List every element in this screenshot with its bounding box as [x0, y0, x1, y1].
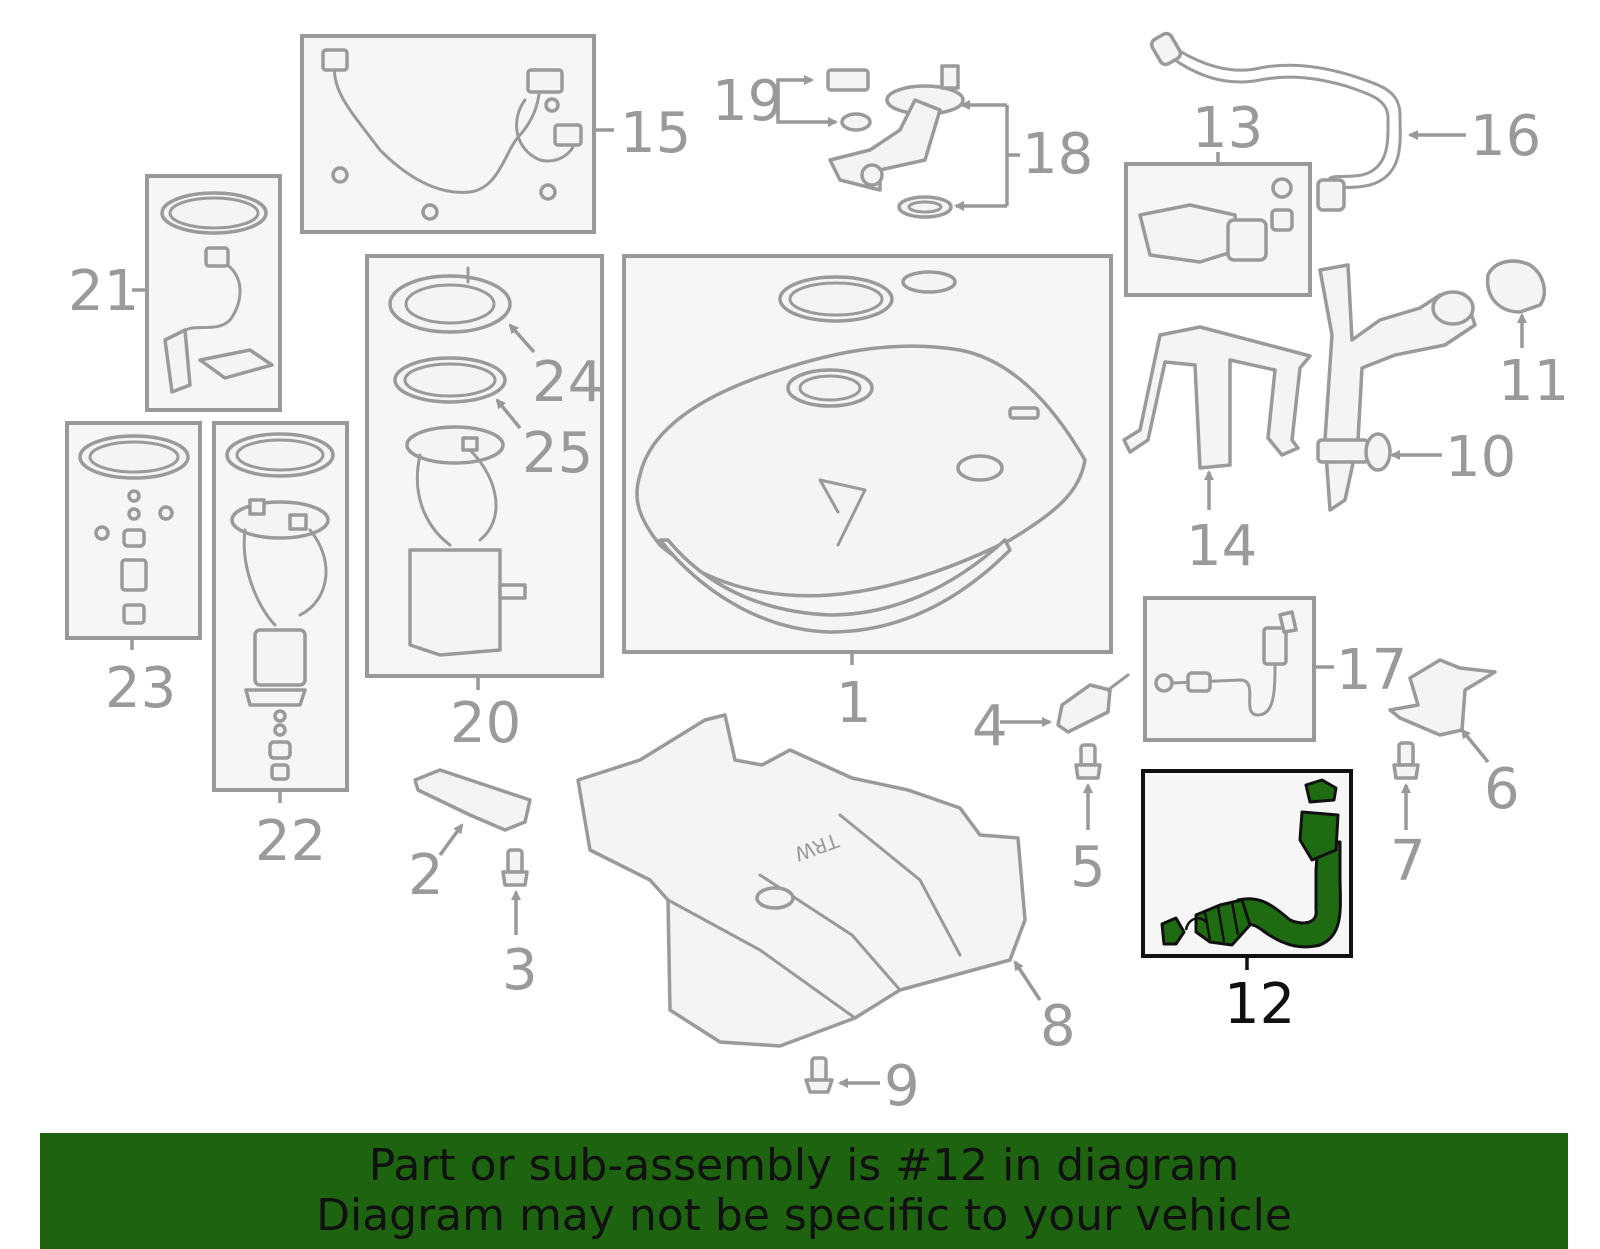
part-10-filler-pipe[interactable]: 10 [1316, 263, 1516, 512]
callout-5: 5 [1070, 835, 1106, 900]
callout-8: 8 [1040, 994, 1076, 1059]
callout-20: 20 [450, 691, 521, 756]
hose-connector-top [1298, 810, 1340, 862]
callout-16: 16 [1470, 104, 1541, 169]
callout-24: 24 [532, 350, 603, 415]
part-14-bracket[interactable]: 14 [1122, 325, 1312, 579]
part-15-wire-harness[interactable]: 15 [300, 34, 691, 234]
callout-13: 13 [1192, 96, 1263, 161]
callout-6: 6 [1484, 757, 1520, 822]
part-18-cutoff-valve[interactable]: 18 [828, 64, 1093, 219]
callout-9: 9 [884, 1054, 920, 1119]
part-11-fuel-cap[interactable]: 11 [1485, 259, 1570, 414]
part-2-protector[interactable]: 2 [408, 768, 532, 908]
callout-2: 2 [408, 843, 444, 908]
callout-23: 23 [105, 656, 176, 721]
part-7-bolt[interactable]: 7 [1390, 741, 1426, 894]
hose-body [1230, 840, 1342, 949]
callout-15: 15 [620, 101, 691, 166]
part-19-valve[interactable]: 19 [712, 68, 872, 134]
info-banner: Part or sub-assembly is #12 in diagram D… [40, 1133, 1568, 1249]
banner-line-2: Diagram may not be specific to your vehi… [316, 1190, 1292, 1241]
callout-21: 21 [68, 259, 139, 324]
hose-clip-bottom [1160, 916, 1186, 946]
part-5-bolt[interactable]: 5 [1070, 743, 1106, 900]
part-23-gasket-kit[interactable]: 23 [65, 421, 202, 721]
callout-3: 3 [502, 938, 538, 1003]
hose-clip-top [1304, 778, 1338, 804]
callout-14: 14 [1186, 514, 1257, 579]
part-1-fuel-tank[interactable]: 1 [622, 254, 1113, 736]
part-8-tank-shield[interactable]: TRW 8 [576, 713, 1076, 1059]
part-6-bracket[interactable]: 6 [1388, 658, 1520, 822]
part-16-vent-tube[interactable]: 16 [1149, 31, 1541, 212]
callout-7: 7 [1390, 829, 1426, 894]
callout-19: 19 [712, 69, 783, 134]
callout-22: 22 [255, 809, 326, 874]
part-4-bracket[interactable]: 4 [972, 673, 1130, 759]
callout-10: 10 [1445, 425, 1516, 490]
part-17-sensor-harness[interactable]: 17 [1143, 596, 1407, 742]
callout-25: 25 [522, 421, 593, 486]
part-12-highlighted-hose[interactable]: 12 [1141, 769, 1353, 1037]
part-9-bolt[interactable]: 9 [804, 1054, 920, 1119]
part-21-sender[interactable]: 21 [68, 174, 282, 412]
part-13-canister[interactable]: 13 [1124, 96, 1312, 297]
part-20-fuel-pump-module[interactable]: 24 25 20 [365, 254, 604, 756]
callout-18: 18 [1022, 122, 1093, 187]
callout-4: 4 [972, 694, 1008, 759]
callout-1: 1 [836, 671, 872, 736]
banner-line-1: Part or sub-assembly is #12 in diagram [368, 1140, 1240, 1191]
callout-12: 12 [1224, 972, 1295, 1037]
callout-11: 11 [1498, 349, 1569, 414]
part-22-fuel-pump[interactable]: 22 [212, 421, 349, 874]
callout-17: 17 [1336, 638, 1407, 703]
part-3-bolt[interactable]: 3 [501, 848, 538, 1003]
